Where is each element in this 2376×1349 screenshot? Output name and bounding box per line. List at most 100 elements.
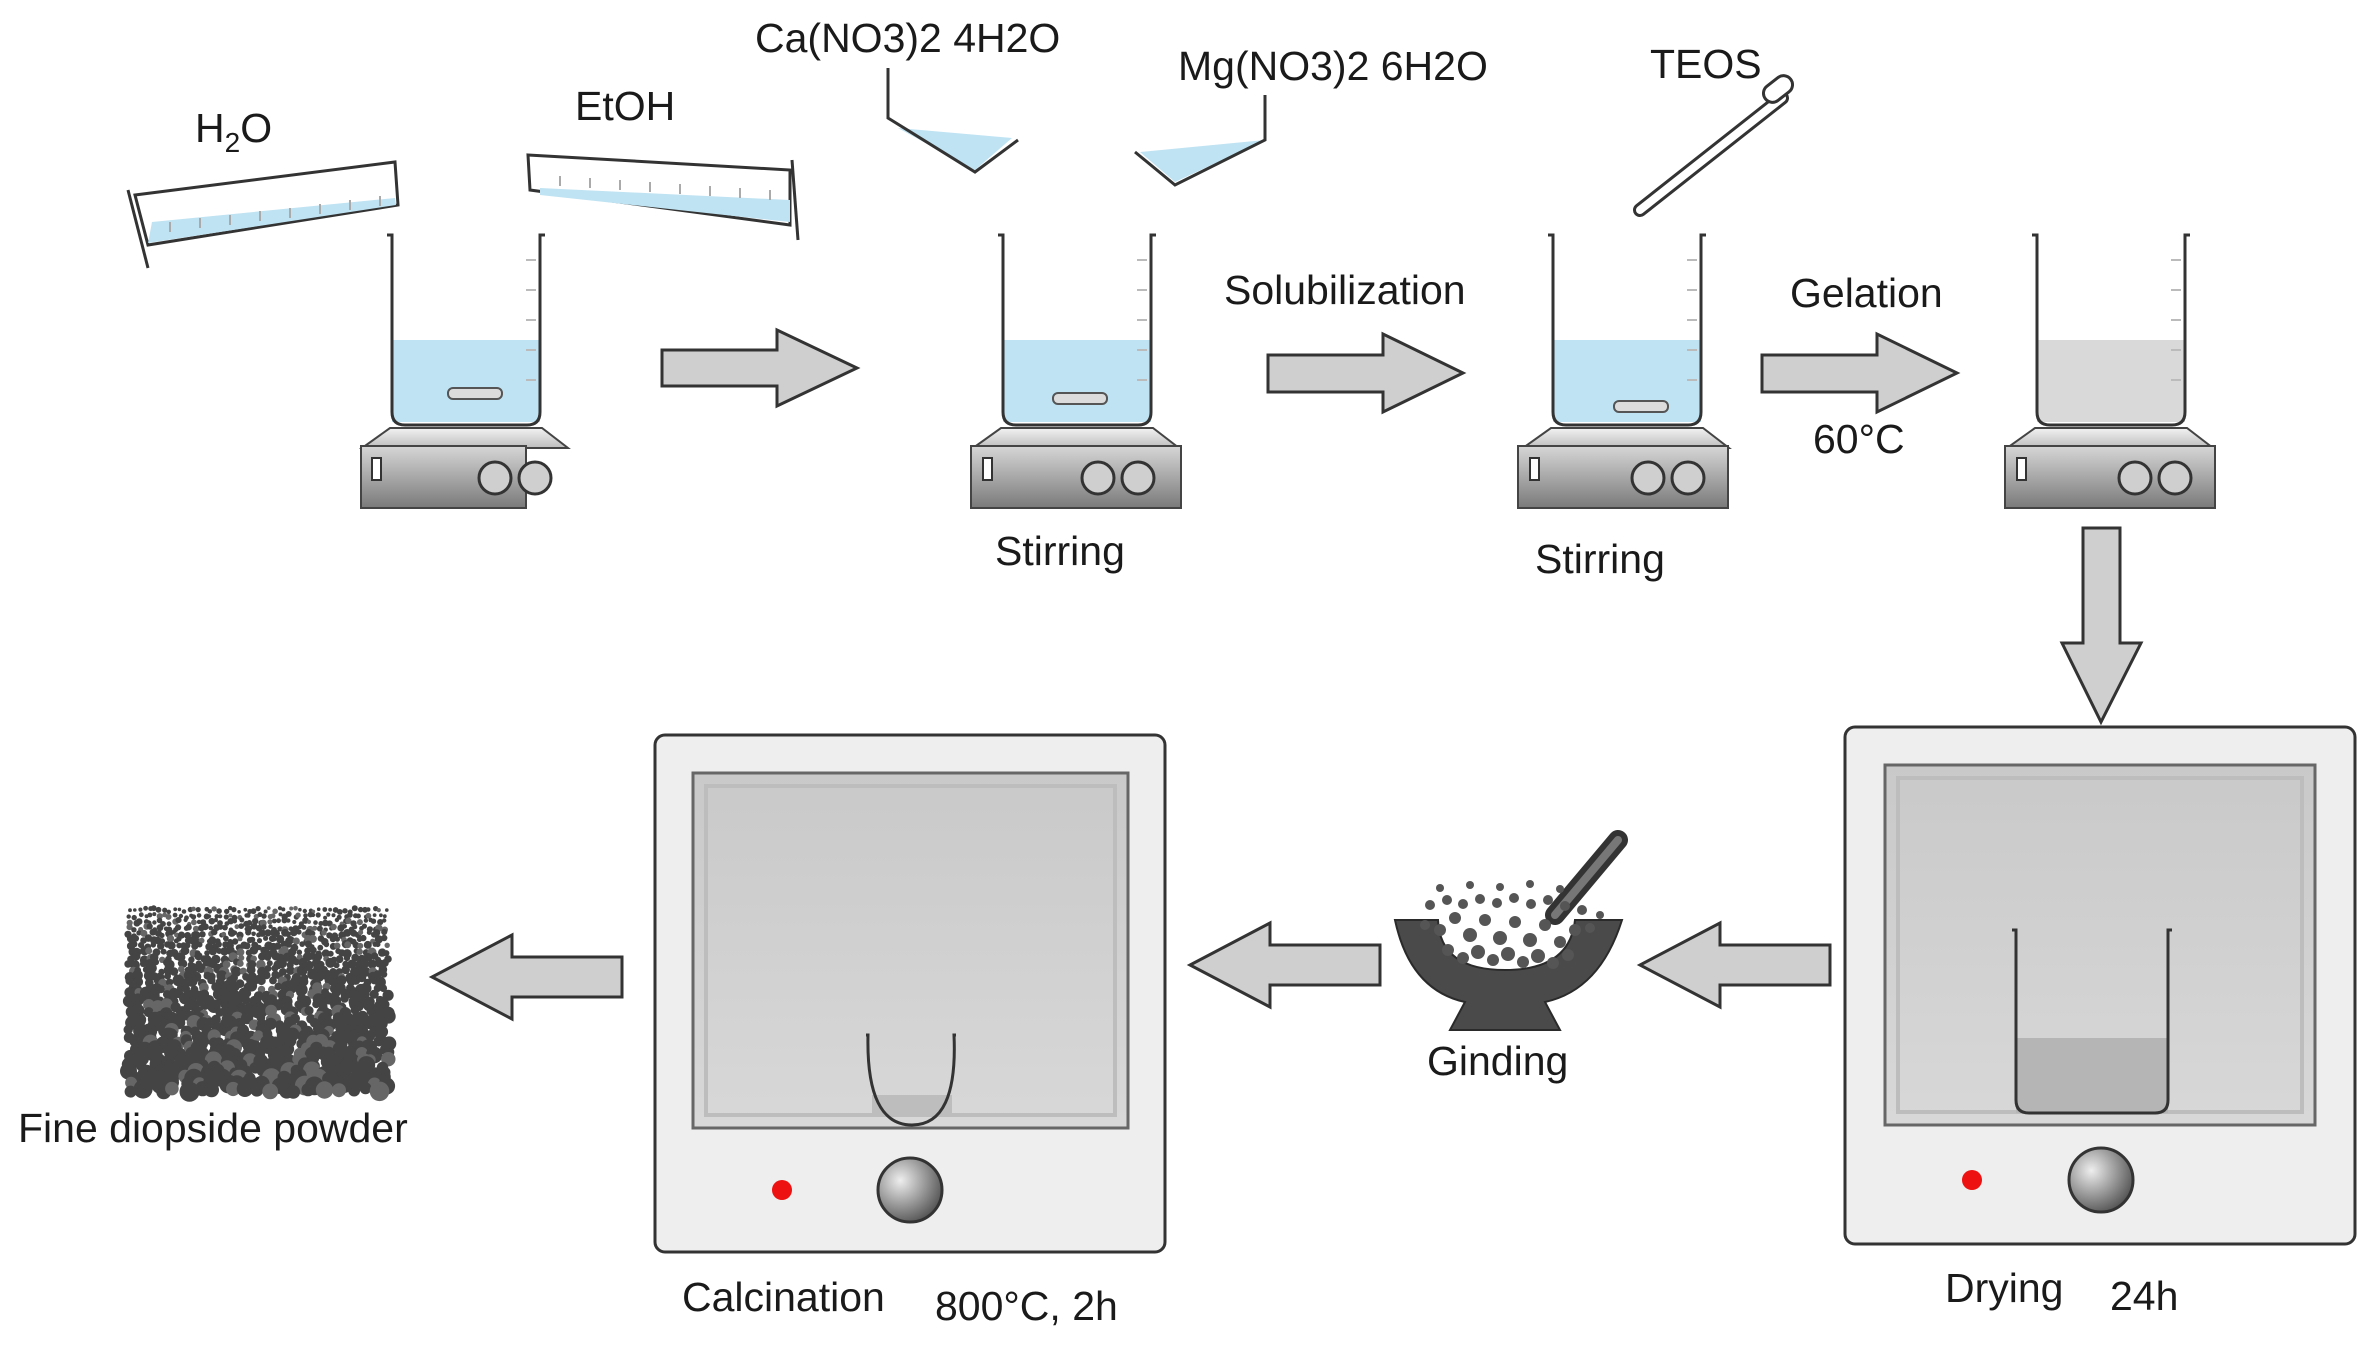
powder-particle <box>272 918 277 924</box>
powder-particle <box>361 923 367 929</box>
powder-particle <box>272 908 278 915</box>
powder-particle <box>201 923 209 931</box>
powder-particle <box>245 913 251 918</box>
powder-particle <box>303 913 308 918</box>
powder-particle <box>222 924 228 931</box>
magnetic-stirrer-icon <box>358 427 571 509</box>
powder-particle <box>156 924 164 932</box>
powder-particle <box>147 912 153 918</box>
powder-particle <box>274 982 283 991</box>
powder-particle <box>245 980 258 992</box>
powder-particle <box>157 942 165 950</box>
powder-particle <box>322 907 328 912</box>
powder-particle <box>165 913 172 920</box>
powder-particle <box>321 949 330 958</box>
powder-particle <box>285 981 298 994</box>
arrow-right-icon <box>1760 331 1961 415</box>
powder-particle <box>249 946 259 955</box>
powder-particle <box>373 929 381 937</box>
powder-particle <box>195 963 206 974</box>
powder-particle <box>124 960 132 968</box>
powder-particle <box>285 941 292 948</box>
powder-particle <box>281 917 288 924</box>
label-water: H2O <box>195 105 272 158</box>
powder-particle <box>312 1000 321 1009</box>
powder-particle <box>276 918 281 924</box>
powder-particle <box>221 931 227 937</box>
powder-particle <box>236 960 244 967</box>
powder-particle <box>181 984 191 993</box>
powder-particle <box>313 970 325 982</box>
powder-particle <box>269 976 277 985</box>
powder-particle <box>363 1015 378 1030</box>
powder-particle <box>131 927 137 933</box>
label-calcium-nitrate: Ca(NO3)2 4H2O <box>755 15 1060 61</box>
stirrer-4 <box>2003 233 2216 509</box>
powder-particle <box>384 942 390 948</box>
powder-particle <box>143 905 149 911</box>
powder-particle <box>175 917 182 924</box>
powder-particle <box>264 953 272 961</box>
powder-particle <box>217 924 224 930</box>
powder-particle <box>327 950 334 957</box>
powder-particle <box>363 953 373 962</box>
powder-particle <box>178 913 184 919</box>
powder-particle <box>169 967 179 976</box>
powder-particle <box>317 944 324 951</box>
powder-particle <box>218 914 223 919</box>
powder-particle <box>363 918 369 923</box>
powder-particle <box>152 920 157 925</box>
powder-particle <box>124 1085 137 1098</box>
powder-particle <box>215 941 222 948</box>
weighing-boat-calcium-icon <box>886 68 1019 174</box>
powder-particle <box>207 976 216 985</box>
powder-particle <box>316 925 323 932</box>
powder-particle <box>145 947 153 955</box>
powder-particle <box>326 912 331 917</box>
powder-particle <box>166 921 172 927</box>
powder-particle <box>336 975 347 986</box>
label-drying-time: 24h <box>2110 1273 2178 1319</box>
powder-particle <box>369 1081 390 1102</box>
arrow-left-icon <box>428 932 624 1022</box>
powder-particle <box>286 966 295 975</box>
powder-particle <box>139 960 147 967</box>
stirrer-2 <box>969 233 1182 509</box>
arrow-right-icon <box>1266 331 1467 415</box>
label-ethanol: EtOH <box>575 83 675 129</box>
magnetic-stirrer-icon <box>969 427 1182 509</box>
powder-particle <box>126 919 133 926</box>
powder-particle <box>315 1081 334 1099</box>
powder-particle <box>340 994 349 1003</box>
powder-particle <box>146 923 153 930</box>
powder-particle <box>231 938 239 945</box>
powder-particle <box>332 1083 346 1098</box>
powder-particle <box>310 930 316 936</box>
powder-particle <box>230 981 240 991</box>
pipette-icon <box>1633 74 1795 217</box>
powder-particle <box>204 1082 220 1098</box>
powder-particle <box>299 941 306 947</box>
powder-particle <box>246 920 253 926</box>
powder-particle <box>385 908 389 912</box>
powder-particle <box>167 941 176 950</box>
powder-particle <box>179 1081 200 1102</box>
powder-particle <box>304 1006 314 1016</box>
powder-particle <box>263 935 269 941</box>
powder-particle <box>213 917 218 923</box>
powder-particle <box>333 942 341 950</box>
powder-particle <box>208 947 217 956</box>
powder-particle <box>296 929 302 935</box>
powder-particle <box>382 914 387 919</box>
powder-particle <box>334 917 340 923</box>
powder-particle <box>290 928 298 937</box>
powder-particle <box>381 928 388 936</box>
powder-particle <box>157 985 166 994</box>
powder-particle <box>133 908 137 912</box>
label-stirring-2: Stirring <box>1535 536 1665 582</box>
powder-particle <box>257 912 263 918</box>
crucible-icon <box>866 1033 956 1127</box>
beaker-gel-icon <box>2032 233 2190 427</box>
powder-particle <box>360 934 367 942</box>
